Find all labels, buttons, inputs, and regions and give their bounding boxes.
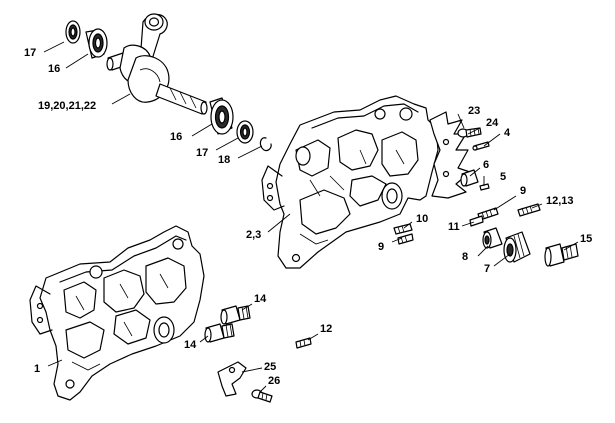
crankcase-half-right — [261, 95, 439, 269]
pin-5 — [479, 183, 490, 191]
callout-2-3: 2,3 — [246, 229, 261, 241]
callout-24: 24 — [486, 117, 499, 129]
stud-14-lower — [204, 323, 235, 343]
callout-14-upper: 14 — [254, 293, 267, 305]
callout-23: 23 — [468, 105, 480, 117]
leader-lines — [43, 41, 579, 393]
bumper-spike — [429, 111, 471, 199]
callout-14-lower: 14 — [184, 339, 197, 351]
crankcase-half-left — [29, 225, 205, 401]
circlip — [259, 137, 272, 152]
stud-11 — [469, 215, 484, 227]
callout-17-top: 17 — [24, 47, 36, 59]
callout-25: 25 — [264, 361, 276, 373]
callout-12: 12 — [320, 323, 332, 335]
callout-4: 4 — [504, 127, 511, 139]
pin-4 — [472, 141, 490, 151]
plate-25 — [217, 361, 247, 397]
callout-5: 5 — [500, 171, 506, 183]
pin-12 — [295, 337, 312, 349]
stud-14-upper — [220, 305, 251, 325]
callout-8: 8 — [462, 251, 468, 263]
oil-seal-right — [236, 120, 254, 144]
callout-9-lower: 9 — [378, 241, 384, 253]
callout-1: 1 — [34, 363, 40, 375]
sleeve-6 — [460, 169, 479, 187]
callout-26: 26 — [268, 375, 280, 387]
callout-labels: 17 16 19,20,21,22 16 17 18 23 24 4 6 5 9… — [24, 47, 592, 387]
callout-7: 7 — [484, 263, 490, 275]
callout-6: 6 — [483, 159, 489, 171]
stud-15 — [544, 243, 579, 267]
ball-bearing-top — [85, 28, 108, 59]
ball-bearing-right — [209, 97, 234, 135]
stud-10 — [393, 223, 413, 235]
callout-11: 11 — [448, 221, 460, 233]
callout-16-top: 16 — [48, 63, 60, 75]
callout-17-right: 17 — [196, 147, 208, 159]
sleeve-8 — [482, 227, 503, 249]
callout-18: 18 — [218, 154, 230, 166]
callout-9-upper: 9 — [520, 185, 526, 197]
callout-12-13: 12,13 — [546, 195, 574, 207]
callout-16-right: 16 — [170, 131, 182, 143]
oil-seal-top — [65, 20, 81, 44]
callout-15: 15 — [580, 233, 592, 245]
callout-10: 10 — [416, 213, 428, 225]
screw-24 — [457, 127, 482, 138]
nut-7 — [503, 231, 531, 263]
crankshaft-assembly — [106, 13, 208, 115]
callout-19-22: 19,20,21,22 — [38, 100, 96, 112]
screw-26 — [251, 389, 273, 403]
